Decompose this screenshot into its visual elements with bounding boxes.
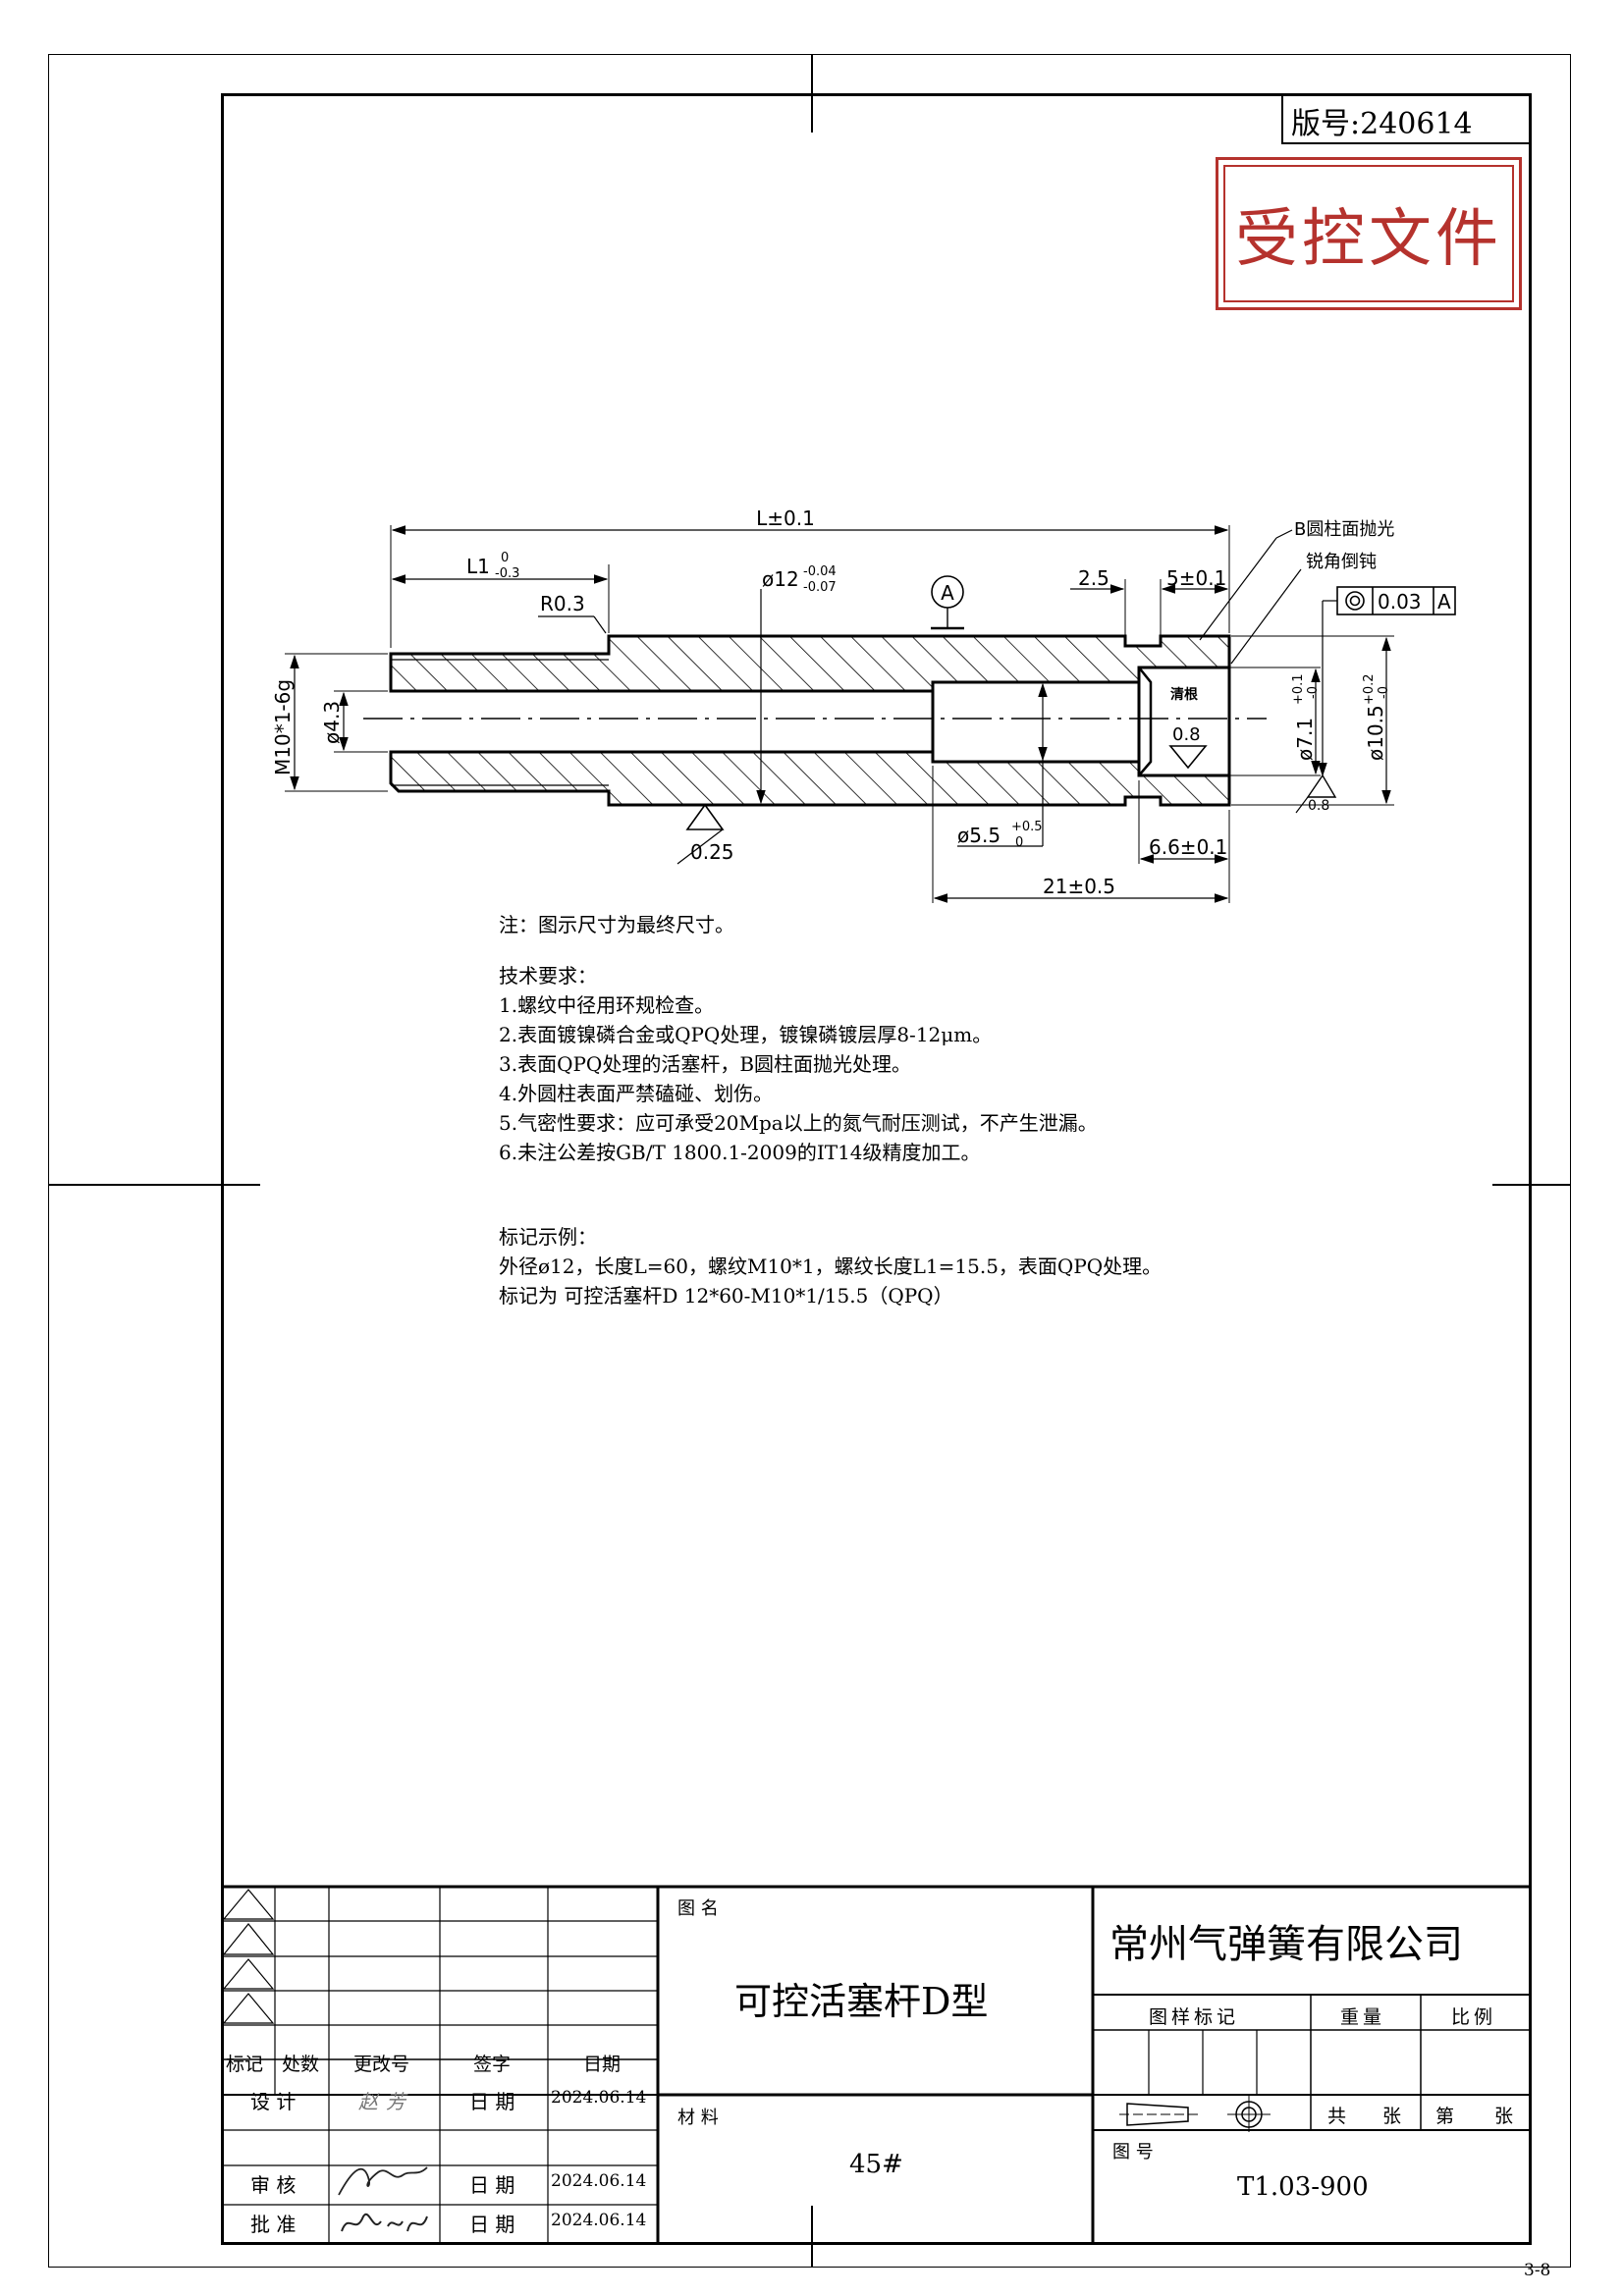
svg-text:0.8: 0.8 [1172, 724, 1201, 745]
revision-triangle-4 [222, 1993, 275, 2024]
approve-label: 批 准 [250, 2213, 297, 2236]
version-box: 版号:240614 [1281, 93, 1532, 144]
dim-6-6-text: 6.6±0.1 [1149, 835, 1227, 859]
drawing-no: T1.03-900 [1237, 2172, 1369, 2202]
sheet-no-label: 第 [1435, 2106, 1455, 2127]
review-date: 2024.06.14 [551, 2171, 647, 2191]
controlled-document-stamp: 受控文件 [1216, 157, 1522, 310]
rev-header-sign: 签字 [473, 2054, 512, 2075]
tech-item-4: 4.外圆柱表面严禁磕碰、划伤。 [499, 1082, 774, 1105]
svg-text:ø5.5: ø5.5 [957, 824, 1001, 847]
example-line-1: 外径ø12，长度L=60，螺纹M10*1，螺纹长度L1=15.5，表面QPQ处理… [499, 1255, 1163, 1278]
revision-triangle-2 [222, 1923, 275, 1955]
tech-item-1: 1.螺纹中径用环规检查。 [499, 993, 715, 1017]
scale-label: 比例 [1451, 2006, 1497, 2028]
revision-triangle-3 [222, 1958, 275, 1990]
svg-text:+0.1: +0.1 [1291, 673, 1306, 705]
sheets-total-label: 共 [1327, 2106, 1347, 2127]
drawing-name: 可控活塞杆D型 [734, 1980, 989, 2023]
svg-text:0: 0 [1015, 835, 1023, 850]
svg-text:M10*1-6g: M10*1-6g [271, 679, 295, 775]
tech-item-3: 3.表面QPQ处理的活塞杆，B圆柱面抛光处理。 [499, 1052, 912, 1076]
material-label: 材 料 [677, 2108, 719, 2128]
design-date-label: 日 期 [469, 2090, 515, 2113]
svg-text:0.03: 0.03 [1378, 590, 1422, 614]
approve-date: 2024.06.14 [551, 2211, 647, 2230]
svg-text:0.25: 0.25 [690, 840, 734, 864]
revision-triangle-1 [222, 1889, 275, 1920]
tech-requirements-title: 技术要求： [499, 964, 597, 988]
svg-text:0.8: 0.8 [1308, 798, 1329, 814]
dim-2-5-text: 2.5 [1078, 566, 1109, 590]
projection-cone-icon [1126, 2103, 1189, 2126]
design-label: 设 计 [250, 2090, 297, 2113]
sheet-no-unit-label: 张 [1494, 2106, 1514, 2127]
center-mark-right [1492, 1184, 1571, 1186]
company-name: 常州气弹簧有限公司 [1109, 1922, 1463, 1967]
svg-text:A: A [1437, 590, 1451, 614]
svg-text:+0.2: +0.2 [1362, 673, 1377, 705]
outer-frame [48, 54, 1571, 2268]
svg-text:A: A [941, 581, 954, 605]
label-clear-root: 清根 [1170, 686, 1199, 703]
note-chamfer: 锐角倒钝 [1306, 552, 1377, 572]
review-date-label: 日 期 [469, 2173, 515, 2197]
svg-text:-0.07: -0.07 [803, 580, 837, 595]
svg-text:ø7.1: ø7.1 [1293, 718, 1317, 761]
design-signature: 赵芳 [358, 2090, 413, 2113]
rev-header-count: 处数 [282, 2054, 320, 2075]
rev-header-date: 日期 [583, 2054, 622, 2075]
review-label: 审 核 [250, 2173, 297, 2197]
roughness-icon [1306, 774, 1337, 798]
svg-text:0: 0 [501, 551, 509, 565]
svg-text:+0.5: +0.5 [1011, 820, 1043, 834]
relief-groove [1138, 667, 1153, 776]
sample-mark-label: 图样标记 [1149, 2006, 1240, 2028]
dim-5-text: 5±0.1 [1166, 566, 1226, 590]
svg-text:-0: -0 [1377, 686, 1391, 699]
svg-text:-0: -0 [1306, 686, 1321, 699]
svg-text:ø4.3: ø4.3 [320, 701, 344, 744]
svg-text:L1: L1 [466, 555, 490, 578]
rev-header-change-no: 更改号 [353, 2054, 410, 2075]
svg-text:ø12: ø12 [762, 567, 799, 591]
version-text: 版号:240614 [1291, 107, 1473, 141]
material: 45# [849, 2150, 903, 2179]
center-mark-bottom [811, 2206, 813, 2268]
tech-item-6: 6.未注公差按GB/T 1800.1-2009的IT14级精度加工。 [499, 1141, 981, 1164]
approve-date-label: 日 期 [469, 2213, 515, 2236]
svg-text:ø10.5: ø10.5 [1364, 705, 1387, 761]
inner-frame [221, 93, 1532, 2245]
roughness-icon [1168, 745, 1208, 770]
drawing-name-label: 图 名 [677, 1898, 719, 1919]
example-line-2: 标记为 可控活塞杆D 12*60-M10*1/15.5（QPQ） [499, 1284, 953, 1308]
approve-signature-image [341, 2213, 428, 2232]
page-number: 3-8 [1524, 2261, 1551, 2280]
svg-text:-0.3: -0.3 [495, 566, 519, 581]
tech-item-5: 5.气密性要求：应可承受20Mpa以上的氮气耐压测试，不产生泄漏。 [499, 1111, 1098, 1135]
center-mark-top [811, 54, 813, 133]
dim-r03-text: R0.3 [540, 592, 585, 615]
note-b-polish: B圆柱面抛光 [1294, 519, 1394, 540]
dim-l-text: L±0.1 [756, 507, 815, 530]
weight-label: 重量 [1340, 2006, 1386, 2028]
technical-drawing: L±0.1 L1 0 -0.3 R0.3 ø12 -0.04 -0.07 A 2… [271, 507, 1456, 903]
rev-header-mark: 标记 [226, 2054, 264, 2075]
example-title: 标记示例： [499, 1225, 597, 1249]
design-date: 2024.06.14 [551, 2088, 647, 2108]
sheets-unit-label: 张 [1382, 2106, 1402, 2127]
center-mark-left [48, 1184, 260, 1186]
roughness-icon [685, 803, 725, 830]
svg-text:-0.04: -0.04 [803, 564, 837, 579]
remark-note: 注：图示尺寸为最终尺寸。 [499, 913, 734, 936]
tech-item-2: 2.表面镀镍磷合金或QPQ处理，镀镍磷镀层厚8-12μm。 [499, 1023, 993, 1046]
drawing-no-label: 图 号 [1112, 2142, 1154, 2163]
concentricity-icon [1345, 591, 1365, 611]
dim-21-text: 21±0.5 [1043, 875, 1115, 898]
review-signature-image [338, 2166, 428, 2196]
